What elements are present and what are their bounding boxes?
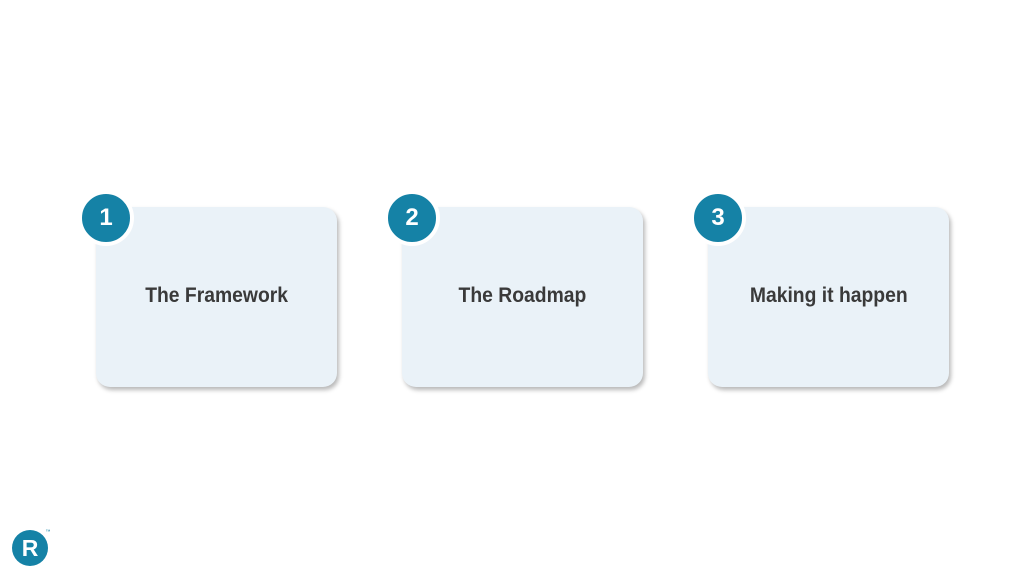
step-label: The Roadmap — [458, 284, 587, 307]
step-number-badge: 1 — [78, 190, 134, 246]
step-card-1: The Framework 1 — [78, 190, 338, 390]
brand-logo-icon: R ™ — [12, 529, 51, 566]
step-number: 1 — [99, 204, 113, 231]
logo-circle — [12, 530, 48, 566]
step-label: The Framework — [145, 284, 288, 307]
step-card-3: Making it happen 3 — [690, 190, 950, 390]
step-card-body: The Roadmap — [402, 207, 643, 387]
logo-letter: R — [22, 535, 39, 561]
step-number: 3 — [711, 204, 725, 231]
step-number-badge: 3 — [690, 190, 746, 246]
step-card-body: Making it happen — [708, 207, 949, 387]
logo-trademark: ™ — [46, 529, 51, 535]
step-number: 2 — [405, 204, 419, 231]
step-label: Making it happen — [749, 284, 908, 307]
step-card-2: The Roadmap 2 — [384, 190, 644, 390]
step-number-badge: 2 — [384, 190, 440, 246]
step-card-body: The Framework — [96, 207, 337, 387]
